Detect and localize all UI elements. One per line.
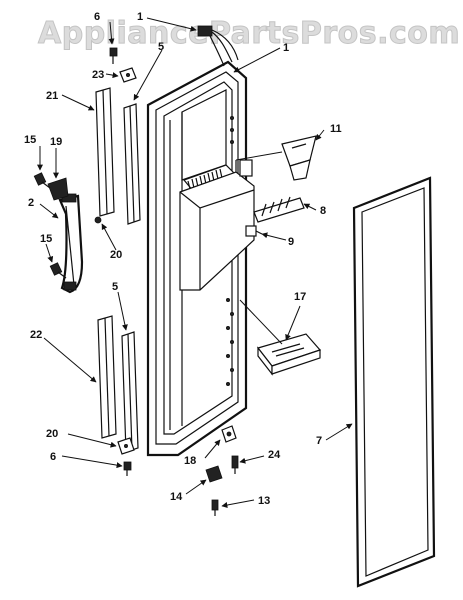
hinge-block-14: [205, 465, 223, 483]
door-handle: [58, 193, 84, 294]
door-gasket: [352, 176, 436, 588]
hinge-12: [221, 425, 237, 443]
bracket-23: [119, 67, 137, 83]
trim-strip-22: [97, 315, 117, 439]
screw-6-top: [109, 47, 118, 64]
callout-15-bottom: 15: [40, 233, 52, 245]
screw-6-bottom: [123, 461, 132, 476]
dispenser-lever: [253, 196, 305, 223]
callout-9: 9: [288, 236, 294, 248]
callout-20: 20: [46, 428, 58, 440]
callout-13: 13: [258, 495, 270, 507]
callout-23: 23: [92, 69, 104, 81]
callout-17: 17: [294, 291, 306, 303]
bracket-20: [117, 437, 135, 455]
screw-15-bottom: [49, 262, 67, 279]
callout-2: 2: [28, 197, 34, 209]
callout-14: 14: [170, 491, 183, 503]
wire-harness: [197, 25, 239, 67]
trim-strip-21: [95, 87, 115, 217]
callout-6-top: 6: [94, 11, 100, 23]
screw-19: [94, 216, 102, 224]
door-holes: [225, 297, 234, 386]
callout-12: 18: [184, 455, 196, 467]
door-panel: [146, 60, 255, 457]
callout-4: 5: [158, 41, 164, 53]
callout-22: 22: [30, 329, 42, 341]
pin-24: [231, 455, 239, 474]
callout-19: 20: [110, 249, 122, 261]
screw-15-top: [33, 172, 51, 189]
callout-18: 19: [50, 136, 62, 148]
handle-bracket: [47, 177, 69, 201]
callout-11: 11: [330, 123, 342, 135]
callout-7: 7: [316, 435, 322, 447]
callout-3: 1: [137, 11, 143, 23]
drip-tray: [256, 333, 322, 376]
callout-15-top: 15: [24, 134, 36, 146]
callout-21: 21: [46, 90, 58, 102]
trim-strip-5: [121, 331, 139, 453]
callout-24: 24: [268, 449, 281, 461]
callout-5: 5: [112, 281, 118, 293]
dispenser-switch: [245, 225, 263, 237]
callout-8: 8: [320, 205, 326, 217]
callout-labels: 1 1 6 5 23 21 15 19 2 20 15 5 22 20 6 11…: [24, 11, 342, 507]
trim-strip-4: [123, 103, 141, 225]
dispenser-housing: [179, 159, 255, 291]
leader-lines: [37, 17, 353, 508]
callout-6-bottom: 6: [50, 451, 56, 463]
callout-1: 1: [283, 42, 289, 54]
screw-13: [211, 499, 219, 516]
ice-chute: [281, 135, 317, 181]
